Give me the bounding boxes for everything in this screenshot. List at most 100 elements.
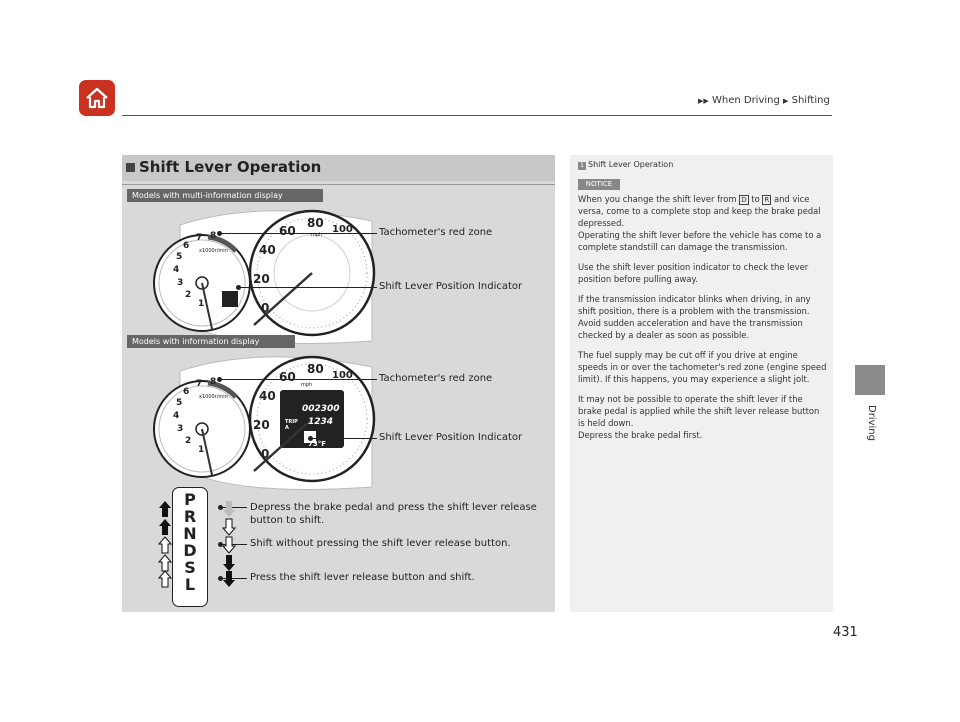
callout-shift-lever-position-2: Shift Lever Position Indicator [379, 432, 523, 443]
instruction-1-line-1: Depress the brake pedal and press the sh… [250, 502, 537, 513]
tach-2-label-5: 5 [176, 398, 183, 408]
tach-1-label-2: 2 [185, 290, 192, 300]
instruction-brake-and-release: Depress the brake pedal and press the sh… [250, 501, 537, 527]
callout-tachometer-red-zone-1: Tachometer's red zone [379, 227, 493, 238]
instruction-shift-freely: Shift without pressing the shift lever r… [250, 538, 511, 549]
speed-1-label-40: 40 [259, 243, 276, 257]
gear-d: D [183, 541, 197, 560]
shift-gate: P R N D S L [172, 487, 208, 607]
sidebar-p1-to: to [751, 194, 760, 204]
leader-instr-1 [218, 505, 247, 510]
breadcrumb-item-shifting[interactable]: Shifting [791, 95, 830, 106]
tach-1-label-4: 4 [173, 265, 180, 275]
chapter-tab[interactable] [855, 365, 885, 395]
speed-1-unit: mph [311, 232, 323, 238]
shift-position-indicator-1 [222, 291, 238, 307]
section-title: Shift Lever Operation [139, 158, 322, 176]
model-label-info: Models with information display [127, 335, 295, 348]
gear-s: S [184, 558, 196, 577]
speed-2-unit: mph [301, 382, 313, 388]
sidebar-paragraph-4: The fuel supply may be cut off if you dr… [578, 350, 827, 384]
tach-2-label-4: 4 [173, 411, 180, 421]
speed-1-label-80: 80 [307, 216, 324, 230]
shift-down-arrows-icon [222, 501, 236, 587]
tach-2-label-7: 7 [196, 379, 203, 389]
speed-1-label-20: 20 [253, 272, 270, 286]
gear-n: N [183, 524, 197, 543]
breadcrumb-arrow-icon: ▶ [783, 97, 789, 105]
sidebar-p1-b: and vice versa, come to a complete stop … [578, 194, 821, 228]
sidebar-title: Shift Lever Operation [588, 160, 674, 169]
instruction-release-and-shift: Press the shift lever release button and… [250, 572, 475, 583]
speed-2-label-20: 20 [253, 418, 270, 432]
speed-2-label-60: 60 [279, 370, 296, 384]
tach-2-label-6: 6 [183, 387, 190, 397]
sidebar-body: When you change the shift lever from D t… [578, 193, 828, 449]
leader-instr-2 [218, 542, 247, 547]
odometer-readout: 002300 [302, 404, 340, 414]
instrument-cluster-2 [153, 355, 376, 490]
trip-label: TRIP A [285, 419, 298, 431]
sidebar-p3-a: If the transmission indicator blinks whe… [578, 294, 811, 316]
shift-up-arrows-icon [158, 501, 172, 588]
header-rule [122, 115, 832, 116]
tach-1-label-8: 8 [210, 231, 217, 241]
speed-2-label-80: 80 [307, 362, 324, 376]
leader-tach-1 [217, 231, 377, 236]
instruction-1-line-2: button to shift. [250, 515, 325, 526]
tach-2-label-2: 2 [185, 436, 192, 446]
temperature-readout: 73°F [308, 440, 327, 448]
sidebar-p1-c: Operating the shift lever before the veh… [578, 230, 822, 252]
home-button[interactable] [79, 80, 115, 116]
tach-2-label-8: 8 [210, 377, 217, 387]
breadcrumb-arrow-icon: ▶▶ [698, 97, 709, 105]
speed-1-label-0: 0 [261, 301, 270, 315]
key-r: R [762, 195, 772, 205]
breadcrumb-item-when-driving[interactable]: When Driving [711, 95, 780, 106]
leader-shift-2 [308, 436, 377, 441]
model-label-multi-info: Models with multi-information display [127, 189, 323, 202]
instrument-cluster-1 [153, 209, 376, 344]
notice-badge: NOTICE [578, 179, 620, 190]
leader-instr-3 [218, 576, 247, 581]
trip-readout: 1234 [308, 417, 334, 427]
home-icon [86, 87, 108, 109]
sidebar-paragraph-1: When you change the shift lever from D t… [578, 193, 828, 253]
heading-square-icon [126, 163, 135, 172]
callout-tachometer-red-zone-2: Tachometer's red zone [379, 373, 493, 384]
sidebar-p5-b: Depress the brake pedal first. [578, 430, 703, 440]
sidebar-p5-a: It may not be possible to operate the sh… [578, 394, 820, 428]
speed-2-label-0: 0 [261, 447, 270, 461]
page-number: 431 [833, 625, 858, 640]
tach-1-label-7: 7 [196, 233, 203, 243]
sidebar-paragraph-3: If the transmission indicator blinks whe… [578, 293, 828, 341]
sidebar-paragraph-5: It may not be possible to operate the sh… [578, 393, 828, 441]
breadcrumb: ▶▶ When Driving ▶ Shifting [698, 95, 830, 106]
tach-1-label-3: 3 [177, 278, 184, 288]
speed-1-label-100: 100 [332, 224, 353, 235]
main-panel: Shift Lever Operation Models with multi-… [122, 155, 555, 612]
sidebar-ref-number: 1 [578, 162, 586, 170]
leader-tach-2 [217, 377, 377, 382]
speed-2-label-100: 100 [332, 370, 353, 381]
sidebar-paragraph-2: Use the shift lever position indicator t… [578, 262, 809, 284]
tach-2-label-1: 1 [198, 445, 205, 455]
speed-2-label-40: 40 [259, 389, 276, 403]
gear-p: P [184, 490, 196, 509]
speed-1-label-60: 60 [279, 224, 296, 238]
tach-1-unit: x1000r/min [199, 248, 228, 254]
chapter-label: Driving [866, 405, 877, 441]
section-heading: Shift Lever Operation [122, 155, 555, 181]
key-d: D [739, 195, 749, 205]
leader-shift-1 [236, 285, 377, 290]
tach-1-label-5: 5 [176, 252, 183, 262]
callout-shift-lever-position-1: Shift Lever Position Indicator [379, 281, 523, 292]
gear-l: L [184, 575, 196, 594]
tach-1-label-6: 6 [183, 241, 190, 251]
gear-r: R [183, 507, 197, 526]
tach-2-label-3: 3 [177, 424, 184, 434]
sidebar-p3-b: Avoid sudden acceleration and have the t… [578, 318, 803, 340]
sidebar-p1-a: When you change the shift lever from [578, 194, 737, 204]
tach-2-unit: x1000r/min [199, 394, 228, 400]
